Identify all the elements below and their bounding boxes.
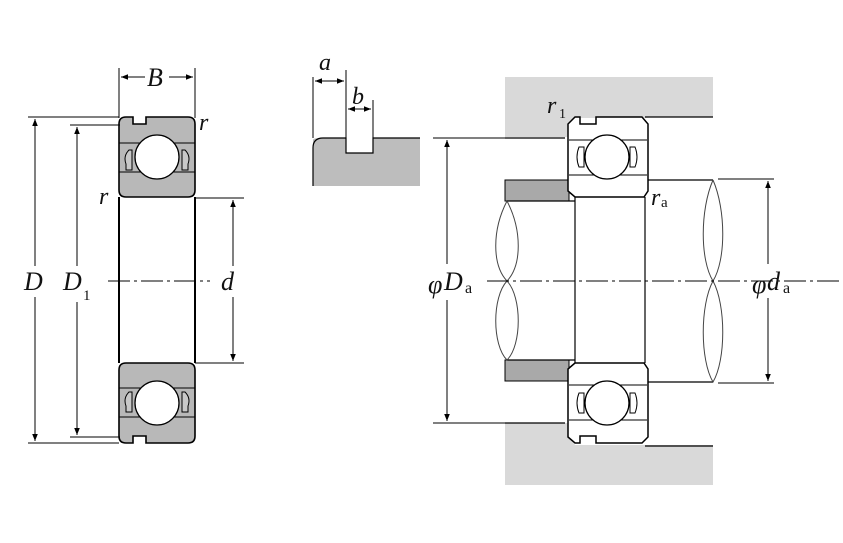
label-r1: r [547,93,557,119]
label-da-main: D [443,267,463,296]
groove-section [313,138,420,186]
label-d-outer: D [23,267,43,296]
label-da-shaft-phi: φ [752,270,766,299]
label-bore-d: d [221,267,235,296]
label-ra-subscript: a [661,195,668,211]
label-d1: D [62,267,82,296]
mounted-bearing-top [567,116,649,198]
housing-bottom [505,423,713,485]
label-da-shaft-main: d [767,267,781,296]
snap-ring-groove-detail: a b [312,50,420,186]
label-ra: r [651,185,661,211]
housing-top [505,77,713,137]
mounted-bearing-bottom [567,362,649,444]
mounting-view: φ D a φ d a r 1 r a [428,77,843,485]
bearing-section-view: B r r D [23,63,244,444]
label-b-groove: b [352,84,364,110]
bearing-bottom-section [118,362,196,444]
ball-top [134,134,180,180]
label-r-side: r [99,184,109,210]
ball-bottom [134,380,180,426]
label-d1-subscript: 1 [83,288,91,304]
label-r-top: r [199,110,209,136]
label-da-subscript: a [465,280,472,297]
label-da-shaft-subscript: a [783,280,790,297]
label-da-phi: φ [428,270,442,299]
bearing-top-section [118,116,196,198]
spacer-bottom [504,359,570,382]
label-a: a [319,50,331,76]
label-b: B [147,63,163,92]
label-r1-subscript: 1 [559,107,566,122]
spacer-top [504,179,570,202]
